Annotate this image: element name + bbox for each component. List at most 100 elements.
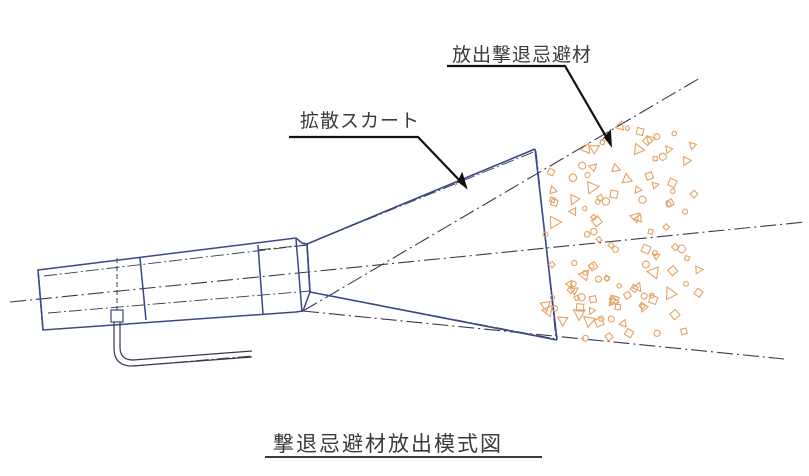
- particle-circle: [601, 197, 610, 206]
- leader-material: [447, 64, 613, 148]
- particle-triangle: [577, 269, 590, 282]
- particle-square: [644, 171, 655, 181]
- particle-square: [609, 189, 619, 199]
- particle-square: [587, 260, 599, 272]
- particle-circle: [570, 280, 577, 288]
- particle-triangle: [588, 144, 601, 155]
- particle-circle: [683, 280, 689, 287]
- particle-circle: [581, 269, 588, 276]
- particle-square: [670, 242, 680, 252]
- particle-circle: [612, 246, 619, 253]
- particle-circle: [598, 315, 605, 322]
- particle-triangle: [587, 163, 598, 173]
- leader-skirt: [289, 135, 468, 190]
- particle-triangle: [549, 215, 563, 230]
- diffusion-skirt: [306, 148, 558, 341]
- particle-triangle: [582, 315, 597, 329]
- particle-square: [590, 215, 603, 228]
- leader-lines: [289, 64, 613, 190]
- particle-circle: [551, 305, 559, 312]
- particle-triangle: [628, 212, 640, 224]
- body-upper-hidden: [43, 244, 308, 277]
- particle-square: [595, 235, 603, 244]
- particle-triangle: [639, 302, 650, 314]
- particle-circle: [670, 188, 676, 194]
- body-lower-hidden: [47, 290, 311, 314]
- particle-circle: [584, 172, 591, 179]
- particle-square: [640, 243, 652, 255]
- particle-circle: [640, 292, 648, 300]
- particle-triangle: [633, 142, 646, 156]
- body-top-edge-2: [37, 269, 44, 331]
- particle-triangle: [614, 120, 625, 131]
- particle-triangle: [632, 213, 642, 223]
- particle-triangle: [618, 318, 627, 328]
- particle-triangle: [539, 300, 551, 313]
- particle-square: [609, 294, 620, 305]
- particle-triangle: [570, 193, 581, 206]
- skirt-lower-wall: [309, 291, 558, 341]
- particle-triangle: [645, 266, 659, 280]
- skirt-throat-edge: [306, 243, 311, 293]
- particle-circle: [582, 205, 588, 212]
- particle-square: [641, 135, 654, 147]
- supply-hose: [113, 321, 253, 367]
- annotation-label-material: 放出撃退忌避材: [452, 44, 593, 66]
- particle-triangle: [572, 309, 586, 322]
- particle-circle: [542, 231, 549, 238]
- particle-square: [647, 294, 659, 306]
- particle-triangle: [587, 180, 601, 195]
- particle-circle: [568, 173, 578, 182]
- particle-triangle: [564, 279, 573, 289]
- particle-square: [575, 303, 585, 312]
- particle-circle: [653, 133, 661, 141]
- particle-circle: [648, 292, 655, 299]
- particle-square: [680, 327, 688, 336]
- hose-inner: [119, 321, 253, 361]
- particle-triangle: [567, 206, 577, 217]
- particle-square: [623, 327, 635, 339]
- particle-triangle: [683, 155, 693, 167]
- particle-triangle: [588, 306, 597, 316]
- particle-square: [668, 308, 681, 321]
- particle-triangle: [569, 287, 580, 296]
- particle-square: [596, 193, 605, 202]
- hose-outer: [113, 321, 253, 367]
- particle-square: [667, 264, 679, 277]
- skirt-exit-edge: [534, 148, 558, 341]
- particle-square: [614, 303, 622, 311]
- particle-circle: [624, 125, 631, 131]
- particle-circle: [658, 152, 667, 161]
- particle-triangle: [579, 142, 591, 155]
- figure-caption: 撃退忌避材放出模式図: [273, 432, 503, 456]
- particle-triangle: [556, 316, 569, 327]
- particle-square: [662, 222, 671, 232]
- particle-circle: [571, 259, 578, 267]
- particle-circle: [665, 201, 672, 208]
- particle-square: [693, 287, 704, 298]
- body-rib-3: [295, 238, 303, 313]
- particle-square: [665, 198, 675, 208]
- particle-circle: [638, 195, 647, 204]
- particle-triangle: [540, 304, 553, 318]
- annotation-label-skirt: 拡散スカート: [300, 110, 421, 132]
- skirt-upper-hidden: [306, 150, 537, 245]
- particle-circle: [681, 208, 689, 215]
- particle-circle: [677, 244, 686, 254]
- particle-circle: [588, 263, 595, 270]
- particle-triangle: [621, 172, 634, 184]
- particle-square: [683, 254, 691, 262]
- particle-square: [546, 167, 556, 177]
- particle-group: [539, 120, 705, 342]
- particle-circle: [578, 161, 587, 170]
- particle-square: [689, 189, 699, 199]
- particle-triangle: [664, 145, 674, 155]
- particle-square: [573, 294, 581, 302]
- particle-circle: [607, 315, 615, 323]
- particle-square: [652, 155, 659, 162]
- particle-square: [607, 241, 615, 250]
- particle-circle: [583, 231, 591, 238]
- particle-square: [622, 290, 633, 300]
- particle-square: [604, 331, 614, 342]
